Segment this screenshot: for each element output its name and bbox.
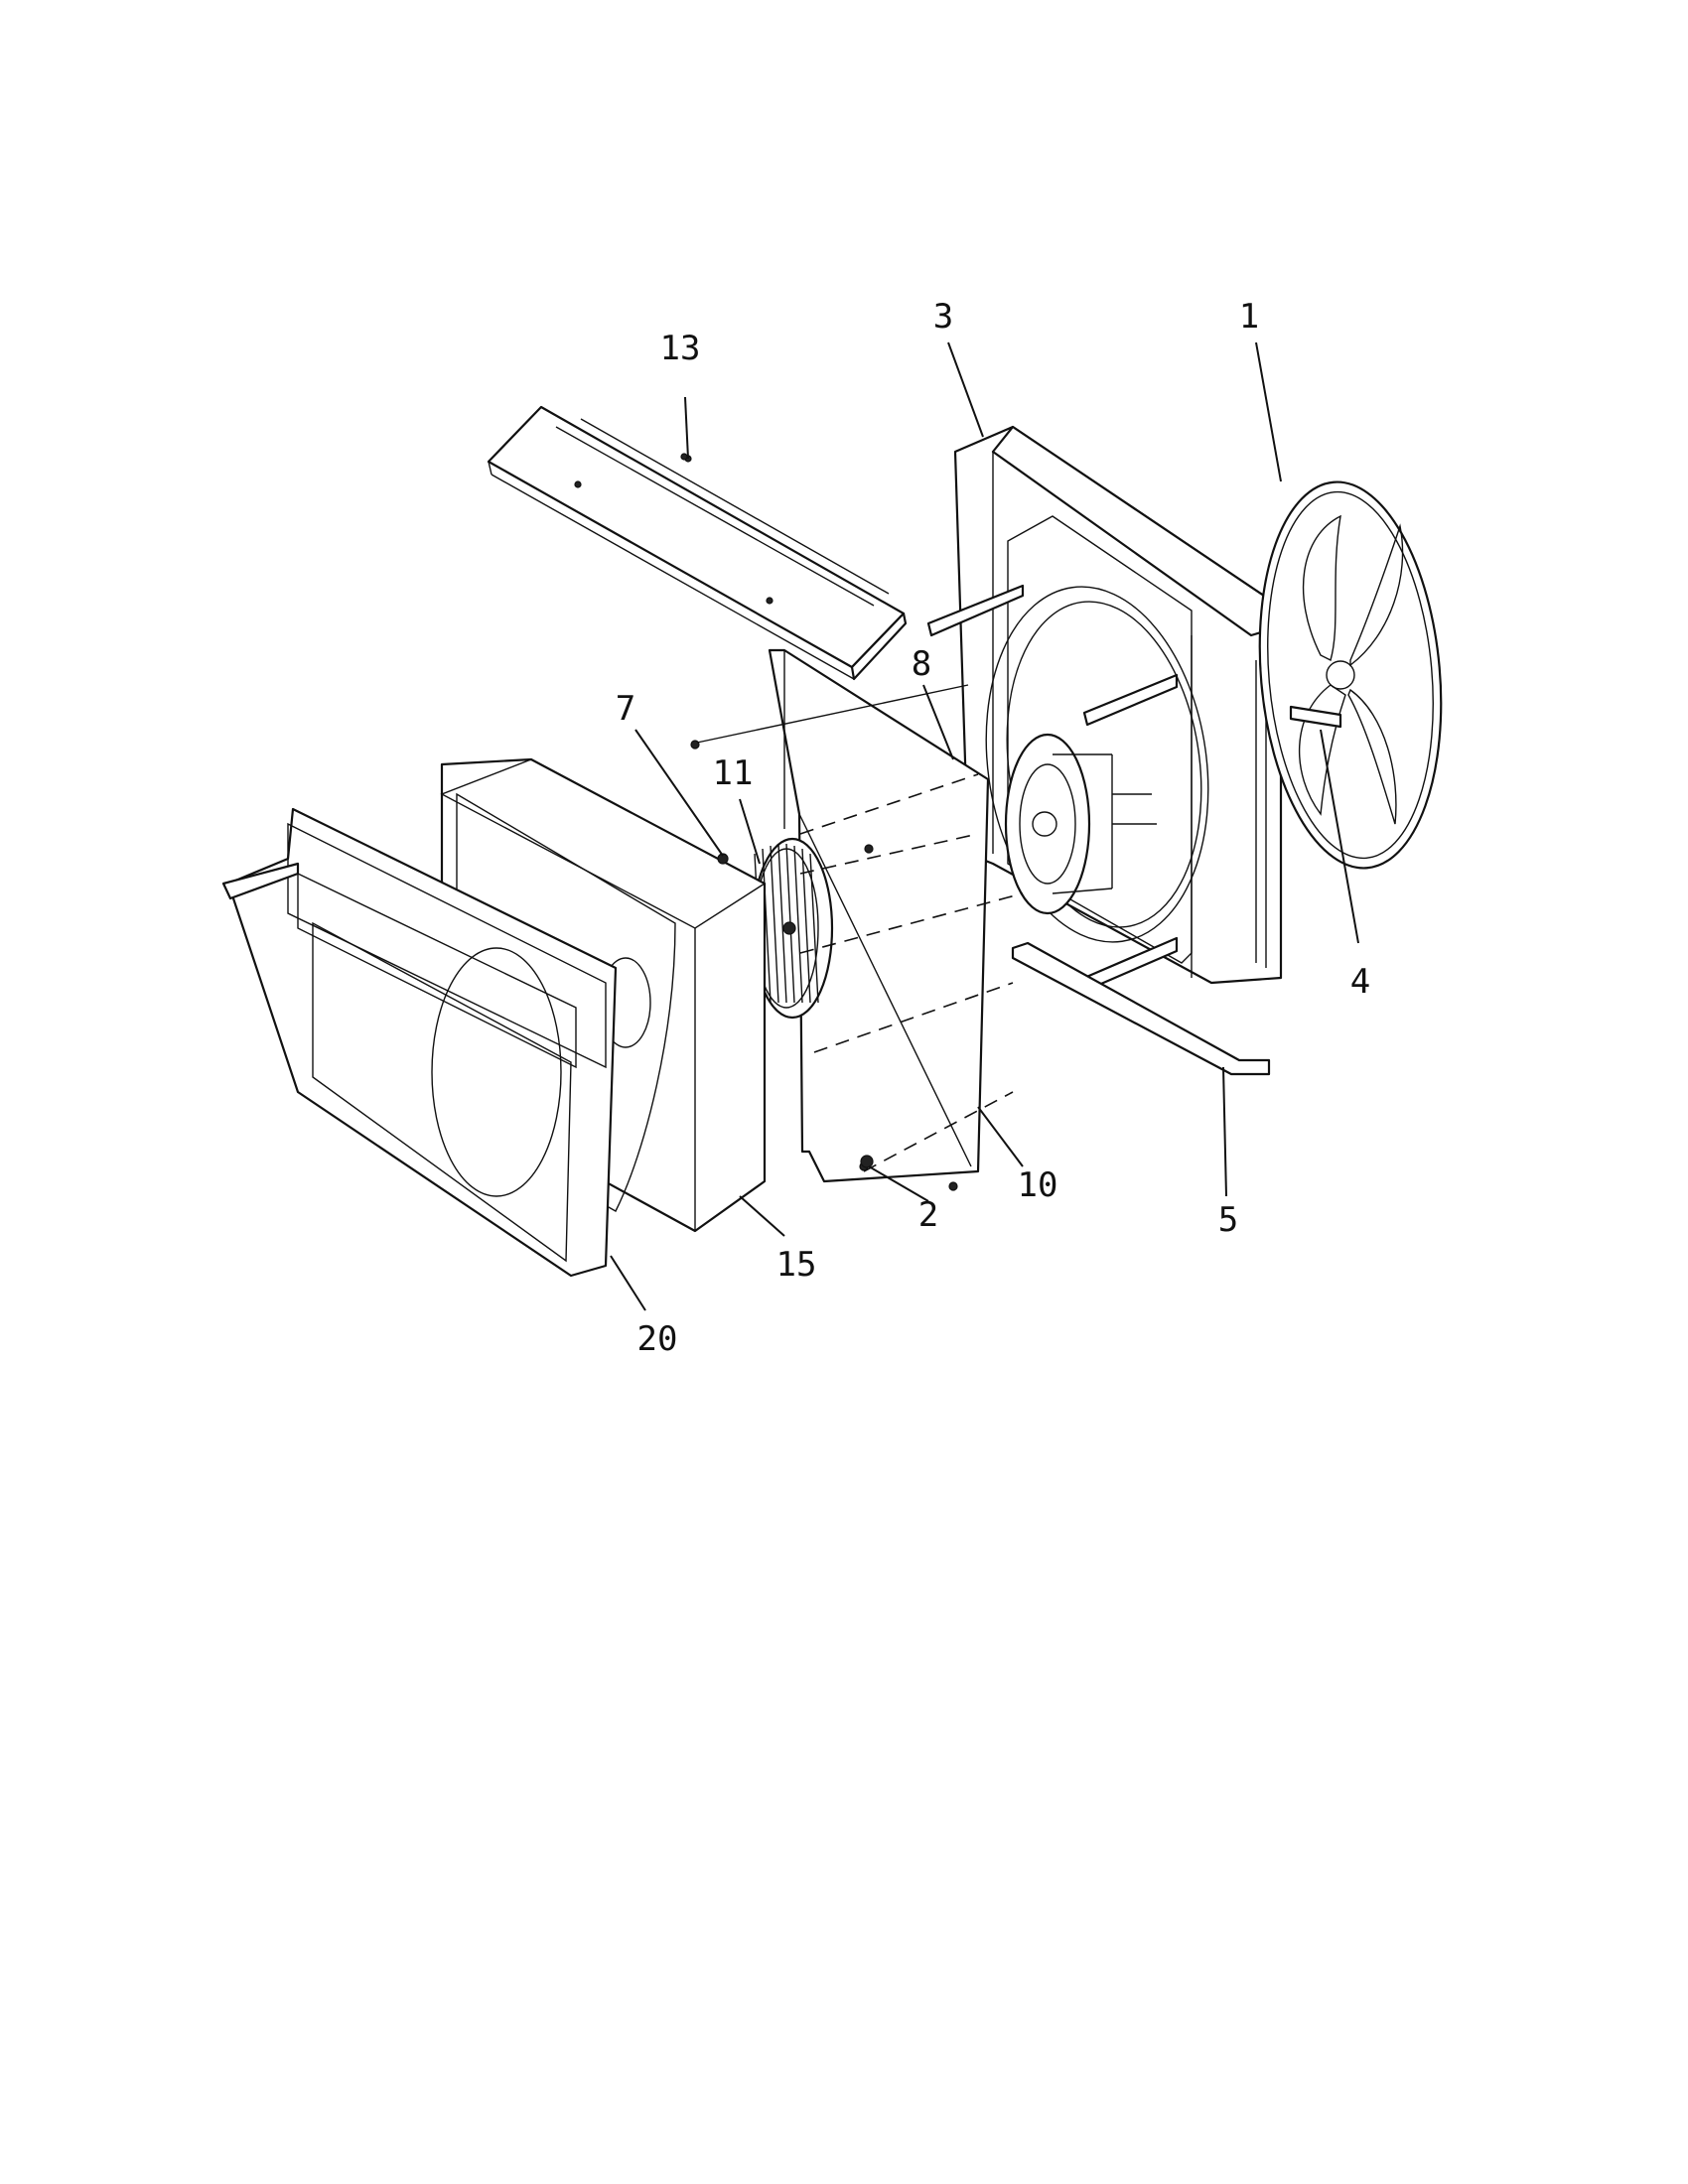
callout-4: 4 — [1350, 962, 1370, 1002]
callout-20: 20 — [637, 1319, 678, 1359]
motor-shaft — [1289, 705, 1342, 729]
callout-5: 5 — [1218, 1200, 1238, 1240]
callout-1: 1 — [1239, 297, 1259, 337]
callout-3: 3 — [933, 297, 953, 337]
condenser-fan-blade — [1258, 480, 1443, 870]
callout-11: 11 — [713, 753, 754, 793]
callout-2: 2 — [918, 1195, 938, 1235]
callout-labels: 1 2 3 4 5 7 8 10 11 13 15 20 — [616, 297, 1370, 1359]
top-cover-plate — [487, 405, 908, 681]
screw — [860, 1155, 874, 1168]
fan-motor — [1004, 733, 1157, 915]
drain-rod — [1011, 941, 1271, 1076]
alignment-lines — [799, 773, 1024, 1172]
callout-8: 8 — [912, 644, 931, 684]
callout-10: 10 — [1018, 1165, 1058, 1205]
callout-7: 7 — [616, 689, 635, 729]
front-louver-frame — [221, 807, 618, 1278]
callout-15: 15 — [776, 1245, 817, 1285]
screw-7 — [717, 853, 729, 865]
callout-13: 13 — [660, 329, 701, 368]
leader-lines — [610, 341, 1359, 1311]
